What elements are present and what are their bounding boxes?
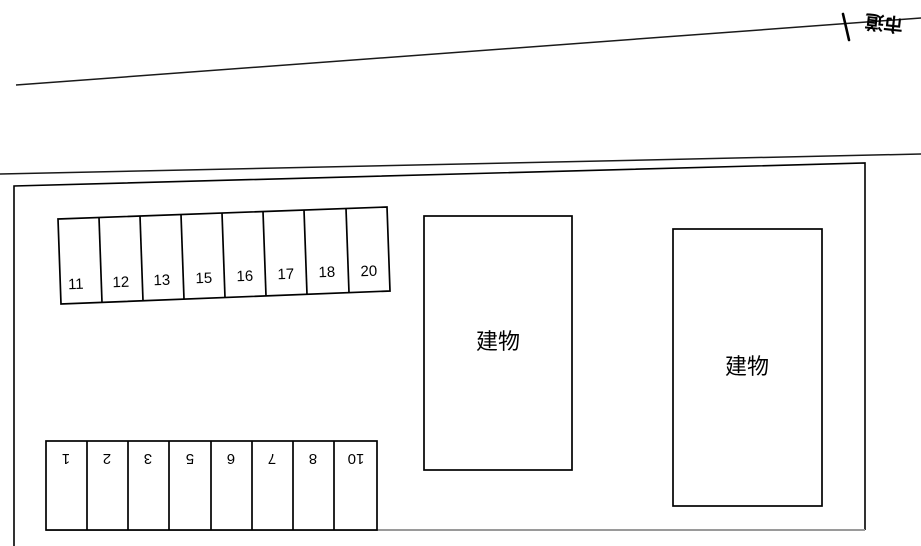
lower-parking-row: 1 2 3 5 6 7 8 10 (45, 440, 378, 531)
parking-stall-label: 6 (227, 450, 235, 467)
parking-stall-label: 20 (360, 263, 377, 281)
parking-stall-label: 10 (348, 450, 365, 467)
parking-stall-label: 2 (103, 450, 111, 467)
upper-row-divider (345, 208, 350, 293)
parking-stall-label: 15 (195, 270, 212, 288)
building-a-outline (423, 215, 573, 471)
upper-row-divider (303, 209, 308, 295)
road-label: 市道 (864, 10, 904, 37)
parking-stall-label: 5 (186, 450, 194, 467)
upper-parking-row: 11 12 13 15 16 17 18 20 (57, 206, 391, 305)
building-a-label: 建物 (476, 330, 520, 355)
parking-stall-label: 13 (153, 272, 170, 290)
parking-stall-label: 17 (277, 266, 294, 284)
road-upper-edge (15, 17, 921, 86)
building-b: 建物 (672, 228, 823, 507)
parking-stall-label: 1 (62, 450, 70, 467)
upper-row-divider (139, 215, 144, 301)
parking-stall-label: 11 (68, 276, 84, 294)
upper-row-divider (262, 211, 267, 297)
road-group: 市道 (0, 10, 921, 175)
building-a: 建物 (423, 215, 573, 471)
road-lower-edge (0, 153, 921, 175)
building-b-label: 建物 (725, 355, 769, 380)
upper-row-divider (180, 214, 185, 300)
parking-stall-label: 16 (236, 268, 253, 286)
parking-stall-label: 8 (309, 450, 317, 467)
upper-row-divider (221, 212, 226, 298)
road-tick-icon (841, 12, 851, 42)
parking-stall-label: 18 (318, 264, 335, 282)
property-boundary-outline (13, 162, 866, 546)
building-b-outline (672, 228, 823, 507)
parking-stall-label: 7 (268, 450, 276, 467)
upper-row-divider (98, 217, 103, 303)
parking-stall-label: 3 (144, 450, 152, 467)
parking-stall-label: 12 (112, 274, 129, 292)
